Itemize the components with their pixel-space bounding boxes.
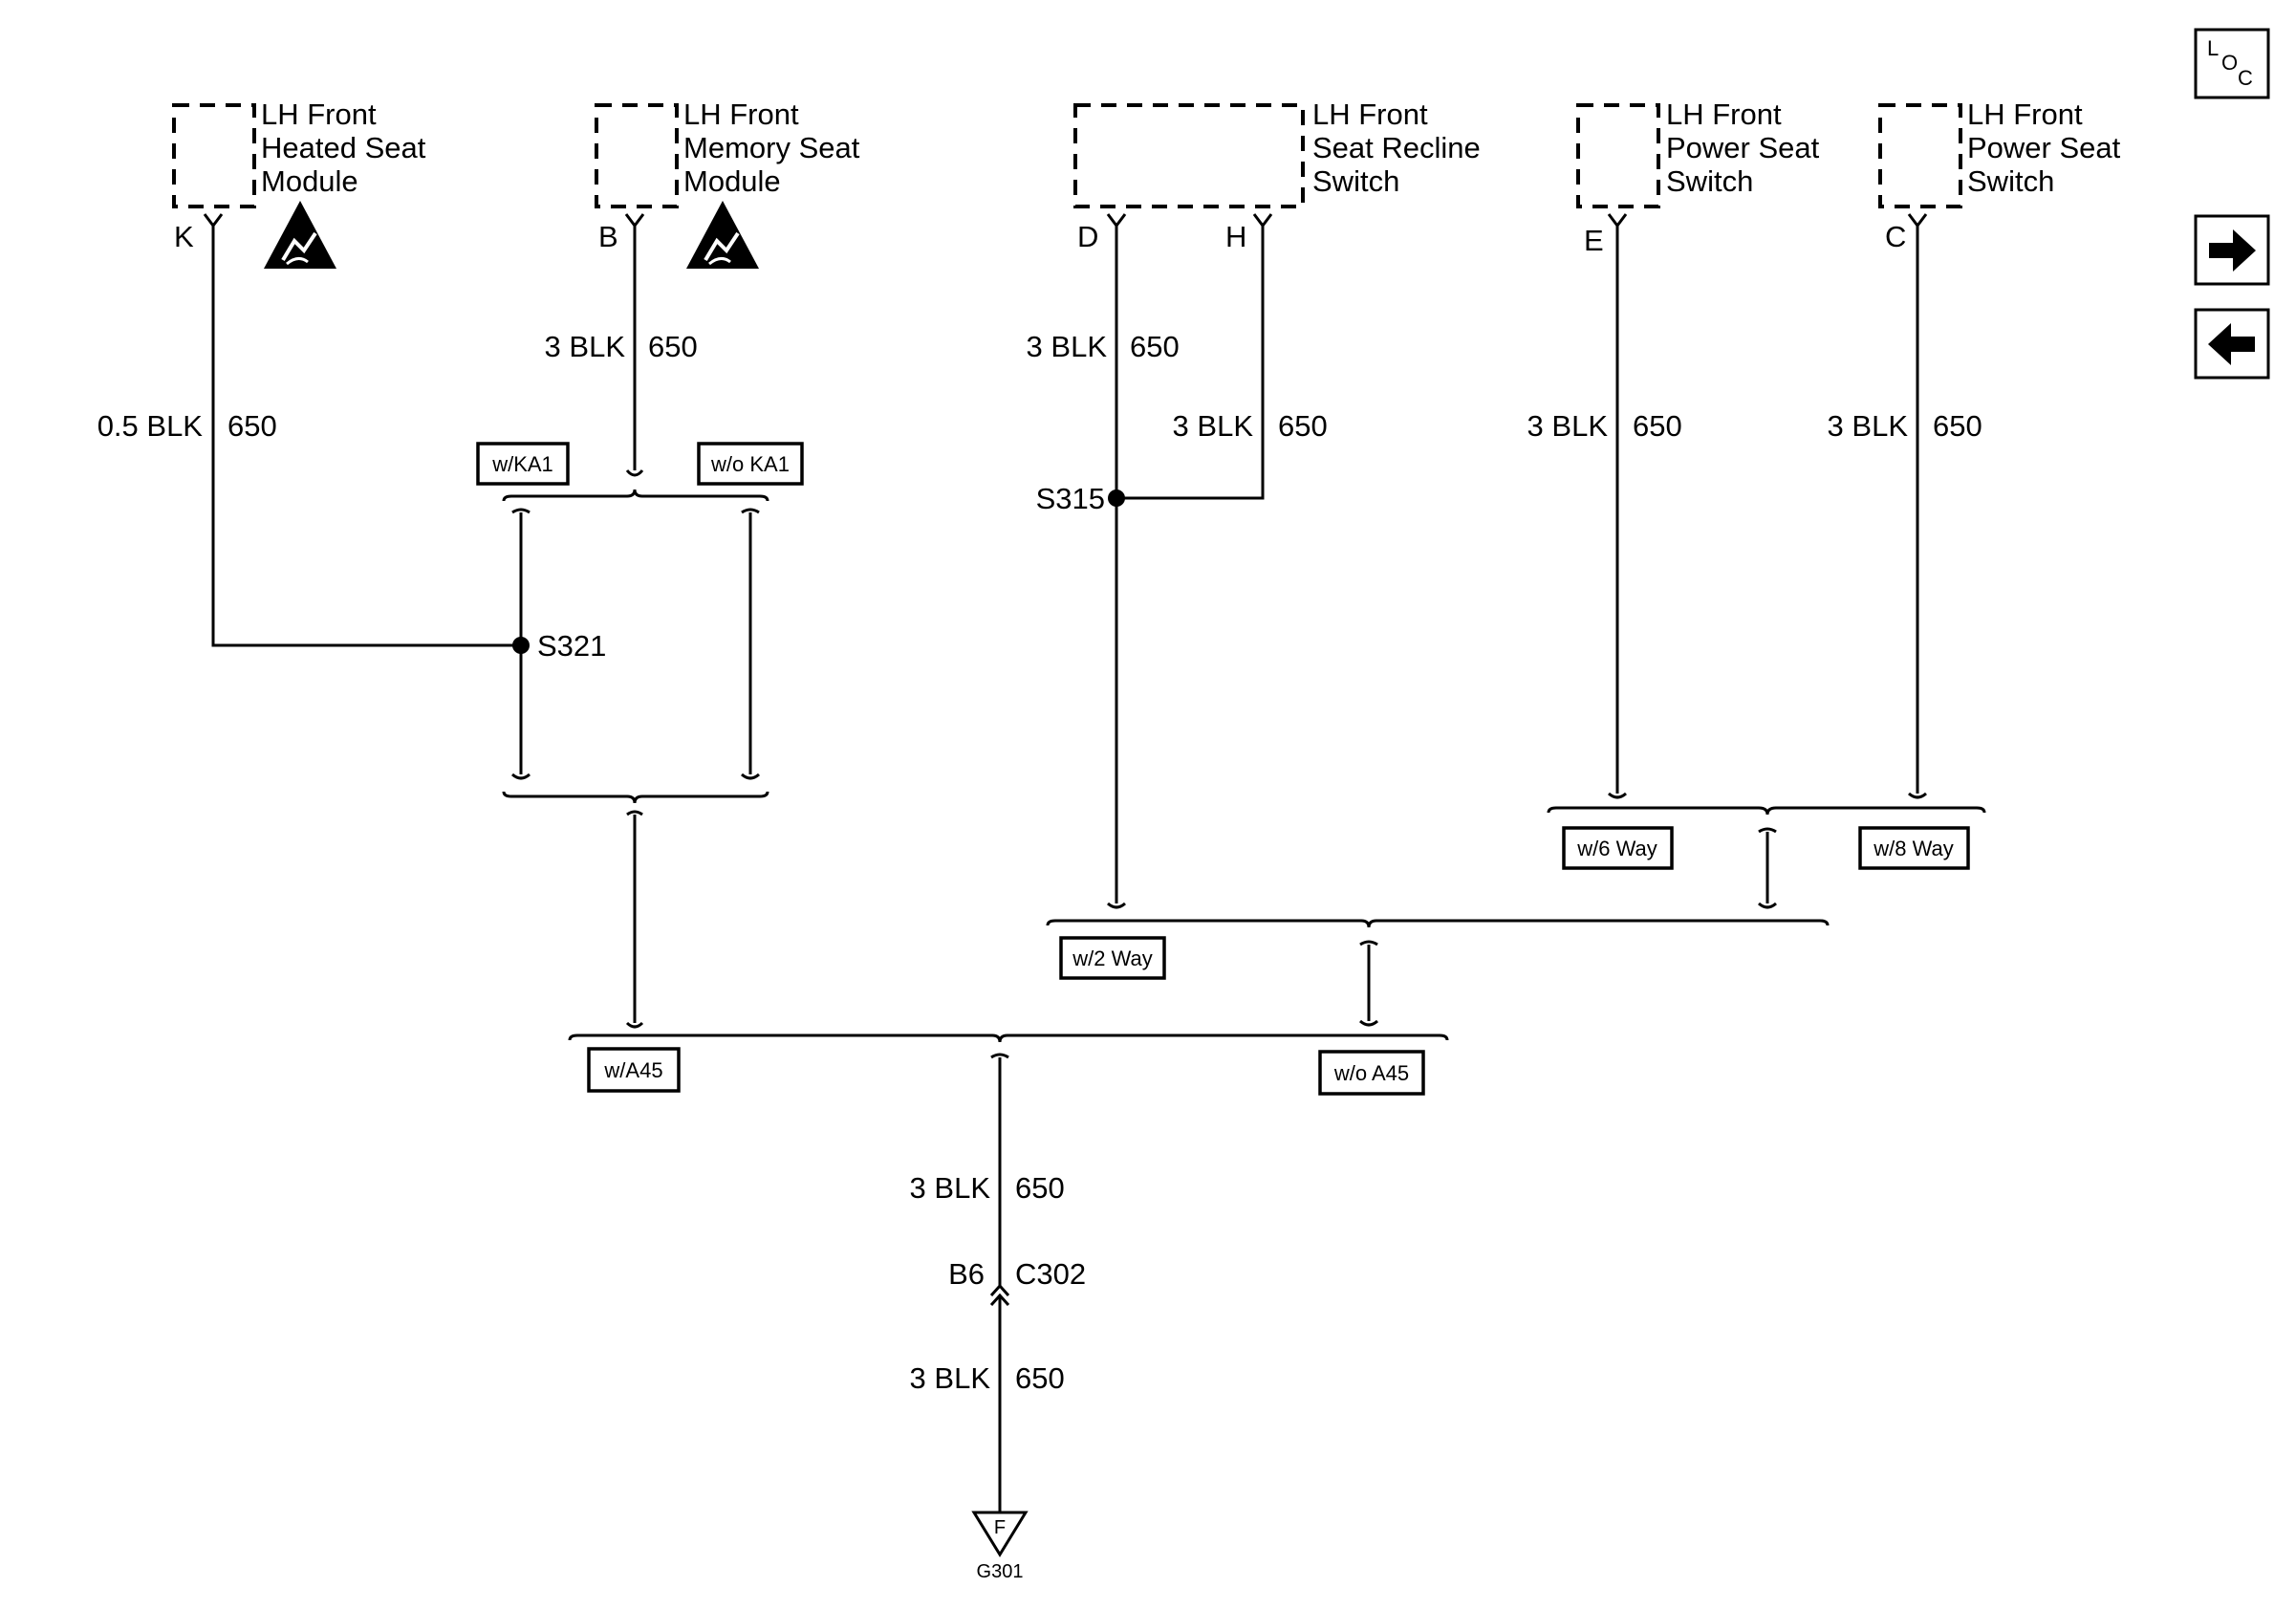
option-w-ka1-label: w/KA1 [491, 452, 553, 476]
option-w-ka1-box: w/KA1 [476, 442, 570, 486]
ground-g301: F G301 [971, 1511, 1029, 1582]
option-w-a45-box: w/A45 [587, 1047, 681, 1093]
splice-s315-label: S315 [1036, 482, 1105, 515]
power-seat-e-label-2: Power Seat [1666, 131, 1820, 164]
splice-s315-dot [1108, 490, 1125, 507]
power-seat-c-label-3: Switch [1967, 164, 2054, 198]
option-w-a45-label: w/A45 [603, 1058, 662, 1082]
option-wo-ka1-label: w/o KA1 [710, 452, 790, 476]
wire-e-gauge: 3 BLK [1527, 409, 1609, 443]
recline-label-3: Switch [1312, 164, 1399, 198]
power-seat-c-label-1: LH Front [1967, 98, 2083, 131]
wire-d: 3 BLK 650 [1027, 226, 1180, 909]
option-w-2way-label: w/2 Way [1072, 946, 1153, 970]
wire-k-gauge: 0.5 BLK [97, 409, 204, 443]
pin-d-label: D [1077, 220, 1098, 253]
loc-o-glyph: O [2221, 51, 2238, 75]
wire-main-lower-gauge: 3 BLK [910, 1361, 991, 1395]
wire-main: 3 BLK 650 [910, 1057, 1065, 1286]
connector-c302: B6 C302 [948, 1257, 1086, 1307]
wire-c-gauge: 3 BLK [1828, 409, 1909, 443]
wire-d-gauge: 3 BLK [1027, 330, 1108, 363]
arrow-right-icon [2209, 229, 2256, 272]
connector-pin-label: B6 [948, 1257, 985, 1291]
power-seat-e-label-3: Switch [1666, 164, 1753, 198]
loc-c-glyph: C [2238, 66, 2253, 90]
power-seat-switch-e: LH Front Power Seat Switch E [1576, 98, 1820, 257]
splice-s321-dot [512, 637, 530, 654]
esd-warning-icon [686, 201, 759, 269]
option-wo-ka1-box: w/o KA1 [697, 442, 804, 486]
pin-c-label: C [1885, 220, 1906, 253]
wire-h-gauge: 3 BLK [1173, 409, 1254, 443]
option-w-8way-box: w/8 Way [1858, 826, 1970, 870]
memory-seat-module: LH Front Memory Seat Module B [595, 98, 860, 269]
wire-main-upper-gauge: 3 BLK [910, 1171, 991, 1205]
arrow-left-icon [2208, 323, 2255, 365]
ground-terminal-label: F [994, 1517, 1006, 1538]
memory-seat-label-3: Module [683, 164, 781, 198]
ground-name-label: G301 [977, 1561, 1024, 1582]
wire-b-circuit: 650 [648, 330, 698, 363]
power-seat-c-label-2: Power Seat [1967, 131, 2121, 164]
power-seat-switch-c: LH Front Power Seat Switch C [1878, 98, 2121, 253]
back-button[interactable] [2194, 308, 2270, 380]
option-2way-block [1046, 919, 1830, 1027]
wire-main-upper-circuit: 650 [1015, 1171, 1065, 1205]
wire-c-circuit: 650 [1933, 409, 1982, 443]
option-a45-block [568, 1033, 1449, 1059]
option-w-8way-label: w/8 Way [1873, 837, 1954, 860]
splice-s321-label: S321 [537, 629, 606, 663]
connector-name-label: C302 [1015, 1257, 1086, 1291]
seat-recline-switch: LH Front Seat Recline Switch D H [1073, 98, 1481, 253]
wire-k-circuit: 650 [227, 409, 277, 443]
memory-seat-label-1: LH Front [683, 98, 799, 131]
wire-k: 0.5 BLK 650 [97, 226, 521, 647]
pin-b-label: B [598, 220, 618, 253]
wire-b-gauge: 3 BLK [545, 330, 626, 363]
heated-seat-label-1: LH Front [261, 98, 377, 131]
wire-h-circuit: 650 [1278, 409, 1328, 443]
recline-label-1: LH Front [1312, 98, 1428, 131]
wire-e-circuit: 650 [1633, 409, 1682, 443]
wire-main-lower-circuit: 650 [1015, 1361, 1065, 1395]
loc-l-glyph: L [2207, 36, 2219, 60]
power-seat-e-label-1: LH Front [1666, 98, 1782, 131]
esd-warning-icon [264, 201, 336, 269]
option-ka1-block [502, 489, 769, 1029]
forward-button[interactable] [2194, 214, 2270, 286]
memory-seat-label-2: Memory Seat [683, 131, 860, 164]
pin-h-label: H [1225, 220, 1246, 253]
option-w-2way-box: w/2 Way [1059, 936, 1166, 980]
option-wo-a45-box: w/o A45 [1318, 1050, 1425, 1096]
option-wo-a45-label: w/o A45 [1333, 1061, 1409, 1085]
recline-label-2: Seat Recline [1312, 131, 1481, 164]
location-button[interactable]: L O C [2194, 28, 2270, 99]
heated-seat-label-3: Module [261, 164, 358, 198]
wire-b: 3 BLK 650 [545, 226, 698, 477]
wire-c: 3 BLK 650 [1828, 226, 1982, 799]
option-w-6way-label: w/6 Way [1576, 837, 1657, 860]
wire-main-lower: 3 BLK 650 [910, 1295, 1065, 1512]
wire-e: 3 BLK 650 [1527, 226, 1682, 799]
pin-k-label: K [174, 220, 194, 253]
heated-seat-label-2: Heated Seat [261, 131, 426, 164]
option-w-6way-box: w/6 Way [1562, 826, 1674, 870]
wire-d-circuit: 650 [1130, 330, 1180, 363]
option-way-block [1547, 806, 1986, 909]
wire-h: 3 BLK 650 [1116, 226, 1328, 500]
pin-e-label: E [1584, 224, 1604, 257]
